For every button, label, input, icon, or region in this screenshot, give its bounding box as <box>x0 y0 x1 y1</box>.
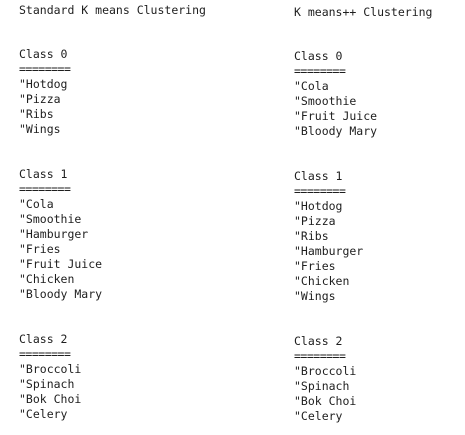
column-title: Standard K means Clustering <box>19 3 206 17</box>
list-item: "Celery <box>19 407 68 421</box>
list-item: "Pizza <box>294 214 336 228</box>
class-block-1: Class 1 ======== "Cola "Smoothie "Hambur… <box>19 167 102 302</box>
class-separator: ======== <box>294 64 346 78</box>
class-block-0: Class 0 ======== "Hotdog "Pizza "Ribs "W… <box>19 47 71 137</box>
class-header: Class 2 <box>294 334 343 348</box>
class-block-0: Class 0 ======== "Cola "Smoothie "Fruit … <box>294 49 377 139</box>
class-header: Class 1 <box>19 167 68 181</box>
class-separator: ======== <box>19 182 71 196</box>
list-item: "Smoothie <box>19 212 82 226</box>
class-separator: ======== <box>294 349 346 363</box>
class-block-2: Class 2 ======== "Broccoli "Spinach "Bok… <box>19 332 81 422</box>
list-item: "Hamburger <box>294 244 364 258</box>
class-header: Class 1 <box>294 169 343 183</box>
list-item: "Broccoli <box>294 364 357 378</box>
list-item: "Fruit Juice <box>19 257 103 271</box>
list-item: "Pizza <box>19 92 61 106</box>
class-separator: ======== <box>294 184 346 198</box>
list-item: "Spinach <box>19 377 75 391</box>
list-item: "Hamburger <box>19 227 89 241</box>
class-header: Class 0 <box>294 49 343 63</box>
list-item: "Cola <box>19 197 54 211</box>
list-item: "Hotdog <box>19 77 68 91</box>
list-item: "Cola <box>294 79 329 93</box>
list-item: "Smoothie <box>294 94 357 108</box>
list-item: "Bloody Mary <box>294 124 378 138</box>
list-item: "Celery <box>294 409 343 423</box>
list-item: "Hotdog <box>294 199 343 213</box>
list-item: "Wings <box>19 122 61 136</box>
class-separator: ======== <box>19 62 71 76</box>
column-title: K means++ Clustering <box>294 5 433 19</box>
list-item: "Fries <box>19 242 61 256</box>
list-item: "Bok Choi <box>294 394 357 408</box>
class-separator: ======== <box>19 347 71 361</box>
list-item: "Fries <box>294 259 336 273</box>
list-item: "Ribs <box>294 229 329 243</box>
list-item: "Chicken <box>19 272 75 286</box>
list-item: "Spinach <box>294 379 350 393</box>
list-item: "Fruit Juice <box>294 109 378 123</box>
list-item: "Wings <box>294 289 336 303</box>
list-item: "Ribs <box>19 107 54 121</box>
list-item: "Chicken <box>294 274 350 288</box>
list-item: "Broccoli <box>19 362 82 376</box>
list-item: "Bloody Mary <box>19 287 103 301</box>
list-item: "Bok Choi <box>19 392 82 406</box>
class-block-1: Class 1 ======== "Hotdog "Pizza "Ribs "H… <box>294 169 363 304</box>
class-block-2: Class 2 ======== "Broccoli "Spinach "Bok… <box>294 334 356 424</box>
class-header: Class 0 <box>19 47 68 61</box>
class-header: Class 2 <box>19 332 68 346</box>
